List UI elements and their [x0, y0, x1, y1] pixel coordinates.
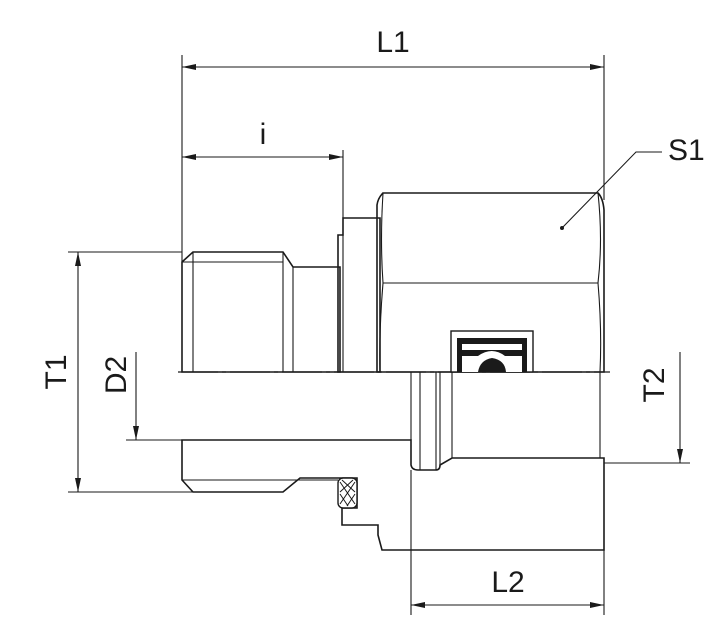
male-thread	[181, 251, 341, 373]
label-L1: L1	[376, 26, 409, 59]
label-T2: T2	[638, 367, 671, 402]
seal-symbol-icon	[450, 330, 534, 373]
label-T1: T1	[40, 354, 73, 389]
dimension-S1: S1	[560, 134, 705, 230]
o-ring	[337, 477, 358, 509]
section-body-hatched	[181, 439, 605, 551]
exterior-view	[178, 192, 610, 373]
dimension-T2: T2	[604, 352, 690, 464]
dimension-L2: L2	[410, 470, 605, 615]
collar	[337, 217, 381, 373]
dimension-L1: L1	[181, 26, 605, 262]
label-i: i	[260, 118, 267, 151]
label-S1: S1	[668, 134, 705, 167]
dimension-T1: T1	[40, 251, 193, 493]
section-view	[181, 372, 605, 551]
dimension-D2: D2	[100, 352, 182, 441]
label-D2: D2	[100, 356, 133, 394]
label-L2: L2	[491, 566, 524, 599]
dimension-i: i	[182, 118, 344, 218]
